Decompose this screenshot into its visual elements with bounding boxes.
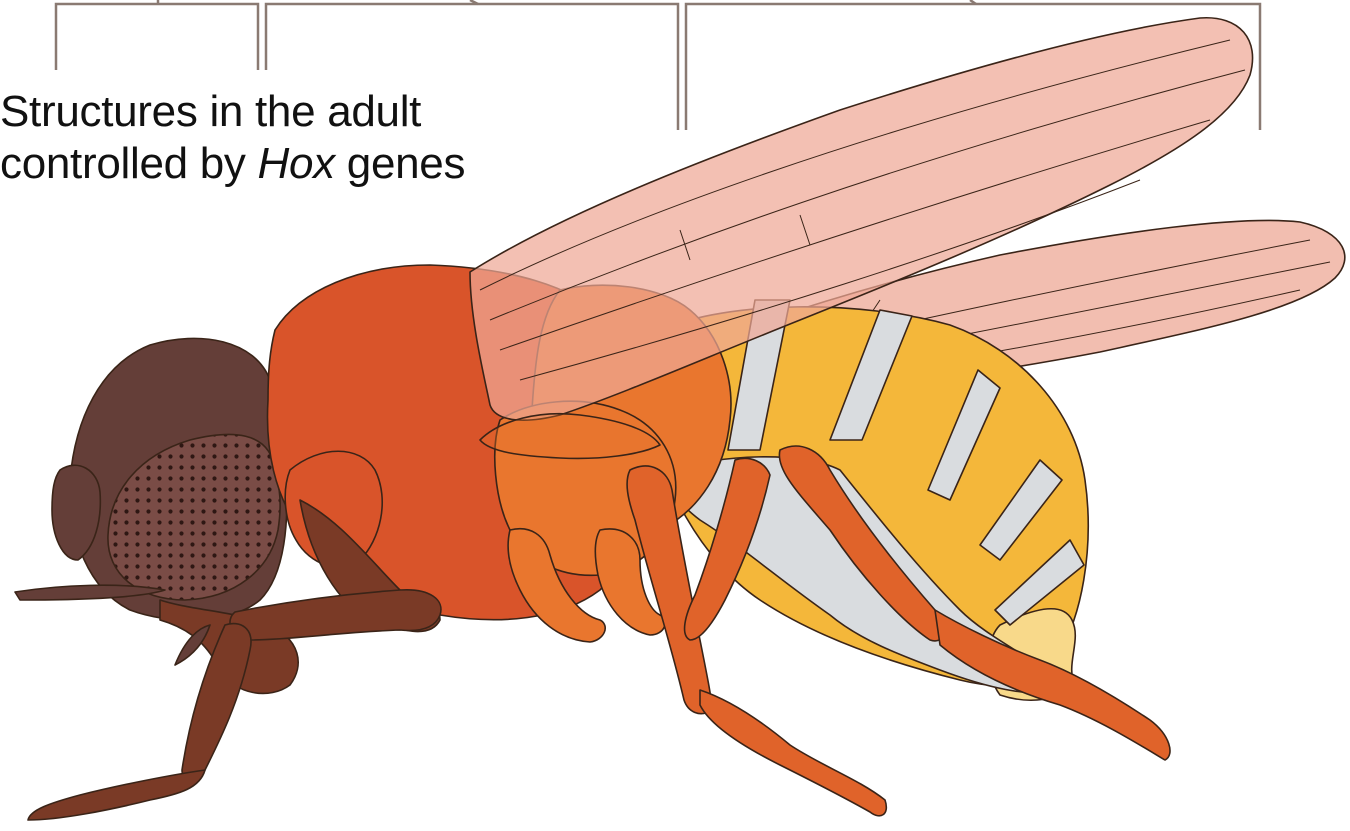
leg-t2-tarsus <box>700 690 886 816</box>
caption-line-2-prefix: controlled by <box>0 139 258 188</box>
leg-t1-tarsus <box>28 770 205 820</box>
caption-line-1: Structures in the adult <box>0 86 465 138</box>
figure-caption: Structures in the adult controlled by Ho… <box>0 86 465 190</box>
caption-line-2: controlled by Hox genes <box>0 138 465 190</box>
caption-hox-italic: Hox <box>258 139 335 188</box>
bracket-head <box>56 4 258 70</box>
caption-line-2-suffix: genes <box>335 139 465 188</box>
